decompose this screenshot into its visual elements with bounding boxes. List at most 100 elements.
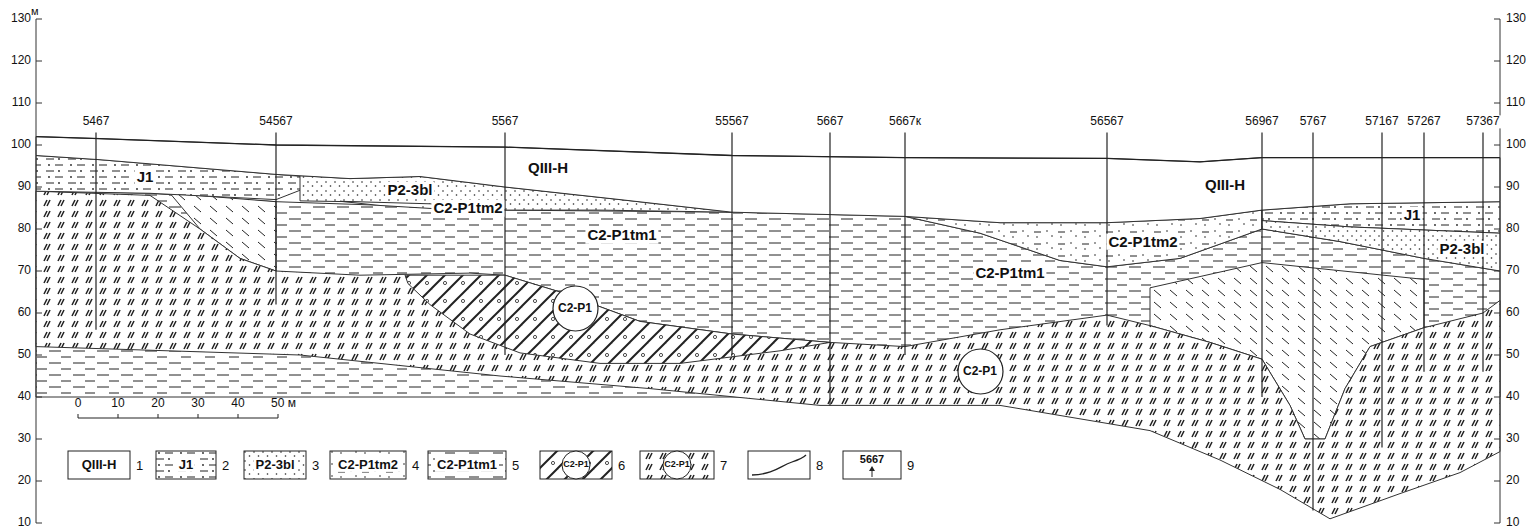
scale-value: 20 [151, 397, 164, 410]
borehole-line [829, 132, 830, 405]
axis-value: 20 [18, 474, 31, 487]
axis-tick [1494, 523, 1500, 524]
axis-value: 30 [18, 432, 31, 445]
axis-value: 90 [1506, 180, 1519, 193]
formation-label: J1 [135, 168, 156, 185]
axis-value: 50 [18, 348, 31, 361]
axis-tick [1494, 229, 1500, 230]
axis-tick [36, 103, 42, 104]
legend-swatch [244, 451, 306, 479]
scale-tick [198, 414, 199, 418]
legend-sample-text: QIII-H [80, 458, 119, 472]
formation-label: C2-P1tm1 [973, 265, 1046, 282]
borehole-number: 56967 [1243, 115, 1280, 128]
axis-value: 120 [11, 54, 31, 67]
scale-value: 30 [191, 397, 204, 410]
axis-value: 20 [1506, 474, 1519, 487]
legend-number: 7 [720, 459, 727, 473]
axis-tick [36, 19, 42, 20]
legend-circle [562, 451, 590, 479]
legend-sample-text: C2-P1tm2 [336, 458, 400, 472]
borehole-number: 55567 [713, 115, 750, 128]
bedrock-layer [36, 191, 1500, 519]
formation-label: C2-P1tm1 [585, 227, 658, 244]
axis-tick [1494, 103, 1500, 104]
axis-tick [36, 355, 42, 356]
borehole-number: 57267 [1405, 115, 1442, 128]
formation-label: QIII-H [526, 160, 570, 177]
borehole-number: 57367 [1464, 115, 1501, 128]
axis-tick [36, 439, 42, 440]
axis-value: 70 [1506, 264, 1519, 277]
axis-tick [36, 481, 42, 482]
borehole-line [504, 132, 505, 355]
borehole-line [904, 132, 905, 355]
formation-label: P2-3bl [385, 182, 434, 199]
legend-sample-text: J1 [177, 458, 195, 472]
borehole-line [1261, 132, 1262, 397]
ground-line [36, 137, 1500, 162]
axis-tick [36, 61, 42, 62]
axis-tick [1494, 271, 1500, 272]
legend-swatch [843, 451, 901, 479]
axis-value: 130 [11, 12, 31, 25]
axis-value: 60 [18, 306, 31, 319]
legend-swatch [540, 451, 612, 479]
axis-value: 40 [18, 390, 31, 403]
axis-tick [36, 187, 42, 188]
axis-value: 100 [1506, 138, 1526, 151]
borehole-number: 5567 [490, 115, 521, 128]
legend-number: 4 [412, 459, 419, 473]
legend-swatch [156, 451, 216, 479]
axis-value: 80 [18, 222, 31, 235]
scale-value: 0 [75, 397, 82, 410]
legend-sample-text: C2-P1 [664, 460, 690, 470]
borehole-line [1381, 132, 1382, 447]
formation-label: C2-P1tm2 [1106, 233, 1179, 250]
borehole-number: 5667 [815, 115, 846, 128]
scale-value: 10 [111, 397, 124, 410]
scale-tick [78, 414, 79, 418]
legend-sample-text: 5667 [860, 453, 884, 465]
borehole-line [1106, 132, 1107, 325]
p23bl-layer [1262, 221, 1500, 271]
scale-bar [78, 418, 278, 419]
borehole-line [95, 132, 96, 329]
scale-tick [158, 414, 159, 418]
axis-value: 60 [1506, 306, 1519, 319]
axis-value: 130 [1506, 12, 1526, 25]
borehole-line [1312, 132, 1313, 510]
axis-tick [1494, 313, 1500, 314]
borehole-number: 5667к [887, 115, 923, 128]
borehole-number: 5467 [81, 115, 112, 128]
axis-value: 120 [1506, 54, 1526, 67]
circled-label: C2-P1 [957, 348, 1004, 395]
axis-tick [1494, 397, 1500, 398]
legend-swatch [68, 451, 130, 479]
axis-tick [36, 271, 42, 272]
circle-text: C2-P1 [552, 285, 599, 332]
axis-tick [36, 397, 42, 398]
axis-value: 100 [11, 138, 31, 151]
borehole-sample-head [869, 466, 875, 471]
formation-label: P2-3bl [1437, 240, 1486, 257]
borehole-number: 54567 [257, 115, 294, 128]
axis-value: 50 [1506, 348, 1519, 361]
axis-tick [36, 313, 42, 314]
scale-value: 40 [231, 397, 244, 410]
legend-number: 8 [816, 459, 823, 473]
scale-tick [278, 414, 279, 418]
circle-shape [958, 349, 1003, 394]
axis-tick [1494, 145, 1500, 146]
axis-tick [36, 523, 42, 524]
axis-value: 10 [18, 516, 31, 529]
axis-tick [36, 145, 42, 146]
scale-tick [118, 414, 119, 418]
legend-number: 1 [136, 459, 143, 473]
legend-swatch [428, 451, 506, 479]
borehole-number: 56567 [1088, 115, 1125, 128]
axis-value: 70 [18, 264, 31, 277]
axis-tick [1494, 61, 1500, 62]
axis-tick [1494, 355, 1500, 356]
